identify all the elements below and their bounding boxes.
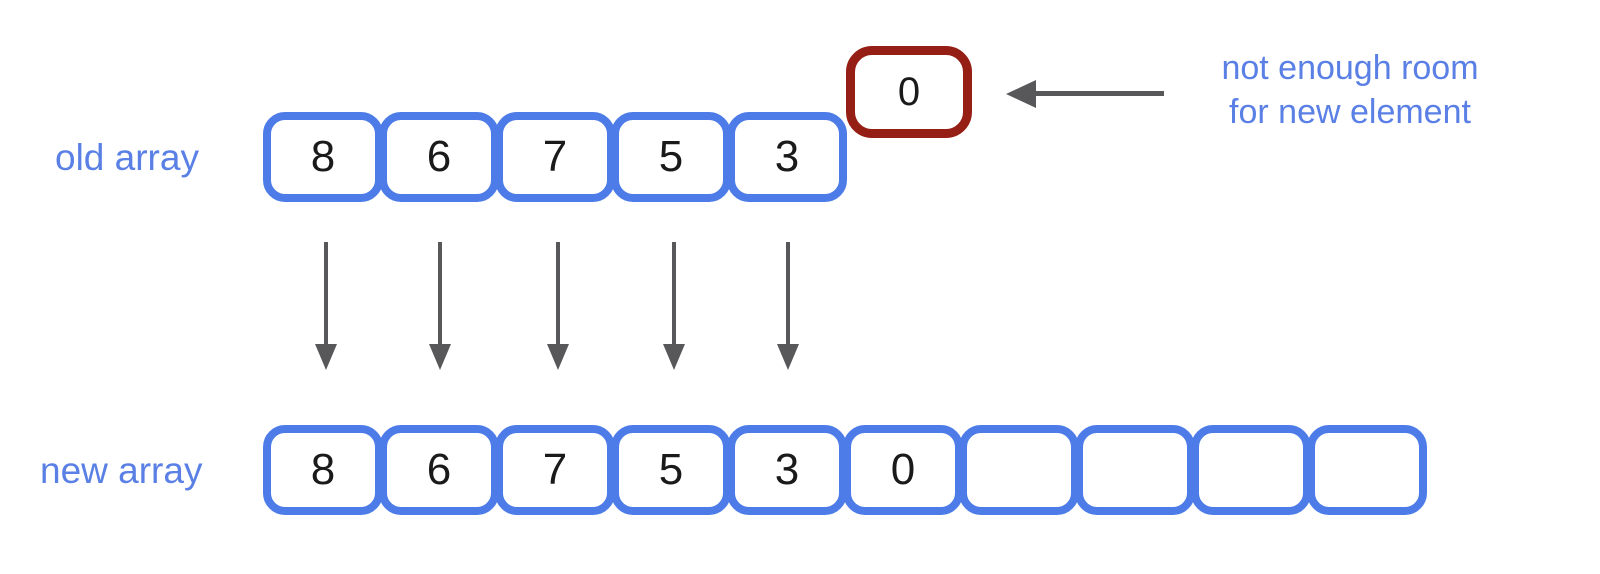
- copy-arrow-down-icon: [315, 242, 337, 372]
- old-array-cell: 6: [379, 112, 499, 202]
- annotation-arrow-line: [1032, 91, 1164, 96]
- annotation-text: not enough room for new element: [1170, 46, 1530, 134]
- new-array-cell: [959, 425, 1079, 515]
- old-array-cell-value: 8: [310, 132, 336, 181]
- copy-arrow-down-icon: [663, 242, 685, 372]
- annotation-line-2: for new element: [1229, 93, 1471, 131]
- new-array-cell-value: 0: [890, 445, 916, 494]
- new-array-cell-value: 7: [542, 445, 568, 494]
- new-array-cell: 3: [727, 425, 847, 515]
- new-array-cell: [1075, 425, 1195, 515]
- new-array-label: new array: [40, 450, 203, 491]
- new-element-box: 0: [846, 46, 972, 138]
- new-array-cell: [1307, 425, 1427, 515]
- new-array-cell-value: 8: [310, 445, 336, 494]
- old-array-cell: 7: [495, 112, 615, 202]
- new-array-cell-value: 3: [774, 445, 800, 494]
- new-element-value: 0: [897, 69, 921, 114]
- new-array-cell-value: 5: [658, 445, 684, 494]
- new-array-cell: 0: [843, 425, 963, 515]
- new-array-cell: 7: [495, 425, 615, 515]
- copy-arrow-down-icon: [547, 242, 569, 372]
- copy-arrow-down-icon: [777, 242, 799, 372]
- old-array-cell: 3: [727, 112, 847, 202]
- new-array-cell: 5: [611, 425, 731, 515]
- old-array-cell-value: 5: [658, 132, 684, 181]
- old-array-cell: 5: [611, 112, 731, 202]
- new-array-cell-value: 6: [426, 445, 452, 494]
- new-array-row: 8 6 7 5 3 0: [263, 425, 1427, 515]
- old-array-label: old array: [55, 137, 199, 178]
- new-array-cell: 6: [379, 425, 499, 515]
- copy-arrow-down-icon: [429, 242, 451, 372]
- new-array-cell: [1191, 425, 1311, 515]
- old-array-cell-value: 3: [774, 132, 800, 181]
- annotation-arrow-left-icon: [1006, 80, 1036, 108]
- old-array-cell: 8: [263, 112, 383, 202]
- annotation-line-1: not enough room: [1221, 49, 1479, 87]
- old-array-cell-value: 7: [542, 132, 568, 181]
- new-array-cell: 8: [263, 425, 383, 515]
- old-array-row: 8 6 7 5 3: [263, 112, 847, 202]
- old-array-cell-value: 6: [426, 132, 452, 181]
